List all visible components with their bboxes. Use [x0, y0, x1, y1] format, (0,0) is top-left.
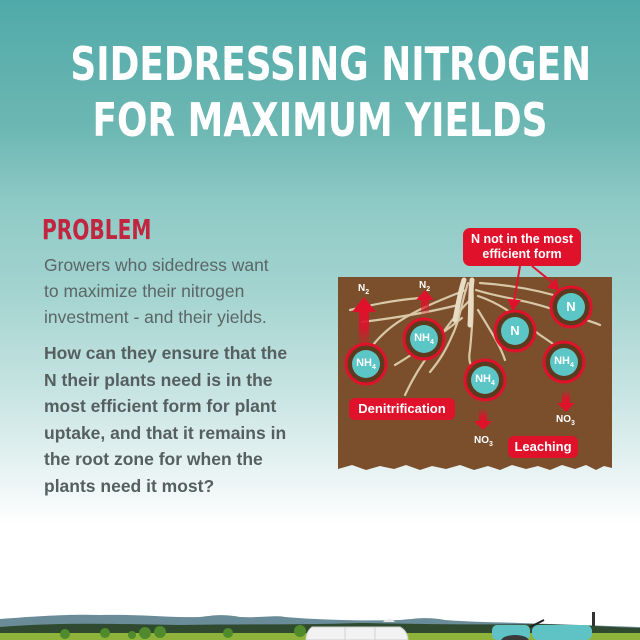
- problem-question: How can they ensure that the N their pla…: [44, 340, 334, 499]
- question-line: uptake, and that it remains in: [44, 422, 287, 443]
- no3-label-1: NO3: [474, 435, 493, 448]
- no3-arrow-2-shaft: [562, 390, 570, 404]
- ion-label-nh4: NH4: [475, 373, 495, 388]
- ion-n-right: [549, 285, 593, 329]
- intro-line: investment - and their yields.: [44, 307, 267, 327]
- tractor-icon: [492, 612, 595, 640]
- question-line: the root zone for when the: [44, 449, 263, 469]
- no3-arrow-1-head: [474, 421, 492, 430]
- callout-n-not-efficient: N not in the most efficient form: [463, 228, 581, 266]
- callout-line: efficient form: [482, 247, 562, 261]
- page-title: SIDEDRESSING NITROGEN FOR MAXIMUM YIELDS: [70, 36, 592, 148]
- leaching-badge: Leaching: [508, 436, 578, 458]
- no3-arrow-1-shaft: [479, 408, 487, 422]
- problem-heading: PROBLEM: [42, 213, 152, 246]
- ion-nh4-mid-left: [402, 317, 446, 361]
- title-line-2: FOR MAXIMUM YIELDS: [92, 93, 548, 147]
- n2-arrow-1-shaft: [359, 310, 369, 350]
- ion-label-nh4: NH4: [414, 332, 434, 347]
- ion-nh4-center: [463, 358, 507, 402]
- question-line: most efficient form for plant: [44, 396, 277, 416]
- tank-trailer: [305, 619, 409, 640]
- callout-line: N not in the most: [470, 232, 574, 246]
- ion-label-nh4: NH4: [356, 357, 376, 372]
- no3-arrow-2-head: [557, 403, 575, 412]
- denitrification-badge: Denitrification: [349, 398, 455, 420]
- title-line-1: SIDEDRESSING NITROGEN: [70, 37, 592, 91]
- ion-label-nh4: NH4: [554, 355, 574, 370]
- intro-line: Growers who sidedress want: [44, 255, 269, 275]
- n2-arrow-1-head: [352, 297, 376, 312]
- ion-n-center: [493, 309, 537, 353]
- problem-intro: Growers who sidedress want to maximize t…: [44, 252, 334, 330]
- ion-label-n: N: [566, 299, 576, 314]
- n2-arrow-2-shaft: [421, 298, 429, 316]
- intro-line: to maximize their nitrogen: [44, 281, 245, 301]
- ion-circles: [344, 285, 593, 402]
- question-line: plants need it most?: [44, 475, 215, 496]
- no3-label-2: NO3: [556, 414, 575, 427]
- n2-arrow-2-head: [416, 290, 434, 300]
- question-line: How can they ensure that the: [44, 343, 288, 363]
- ion-nh4-right: [542, 340, 586, 384]
- n2-label-2: N2: [419, 280, 431, 293]
- n2-label-1: N2: [358, 283, 370, 296]
- ion-label-n: N: [510, 323, 520, 338]
- question-line: N their plants need is in the: [44, 369, 273, 390]
- ion-nh4-left: [344, 342, 388, 386]
- trees: [60, 625, 306, 639]
